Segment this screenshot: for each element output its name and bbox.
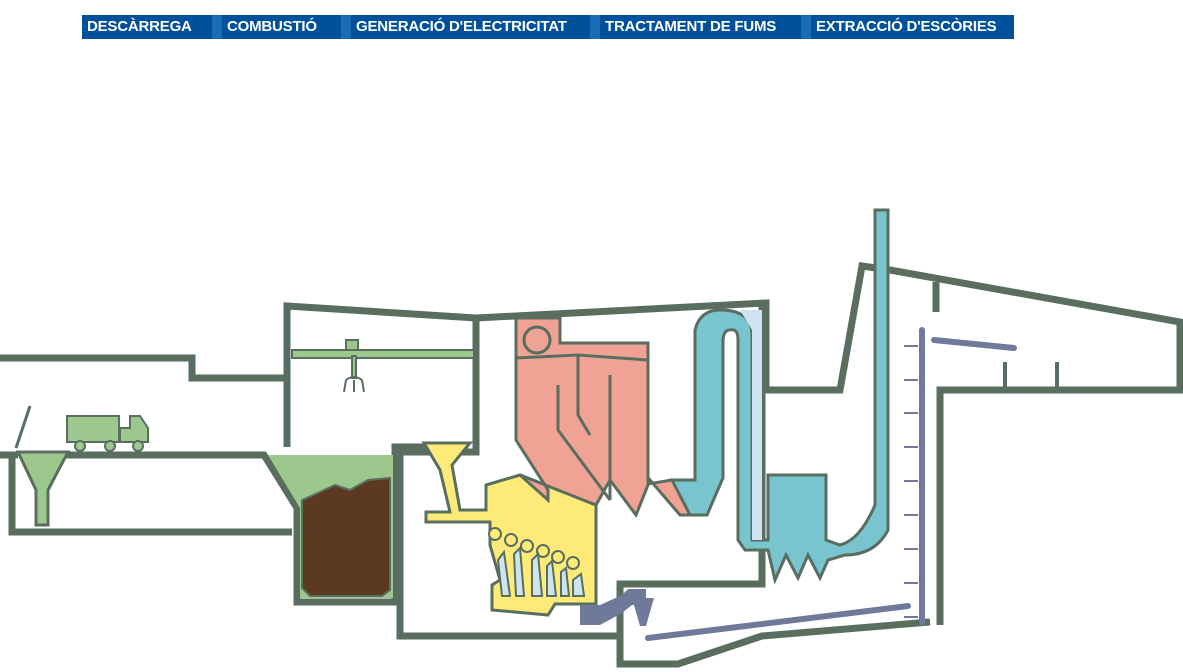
tab-descarrega[interactable]: DESCÀRREGA <box>82 15 212 39</box>
waste-pile <box>301 476 391 597</box>
reception-building-wall <box>0 354 286 382</box>
bunker-hall-wall <box>283 262 1183 625</box>
feed-hopper <box>15 450 71 527</box>
furnace-hall-wall <box>396 318 620 640</box>
tab-extraccio-escories[interactable]: EXTRACCIÓ D'ESCÒRIES <box>811 15 1014 39</box>
crane-icon <box>291 339 475 393</box>
boiler <box>514 316 712 519</box>
boiler-passes <box>515 325 649 501</box>
tab-combustio[interactable]: COMBUSTIÓ <box>222 15 341 39</box>
pale-duct-inset <box>740 310 762 540</box>
section-nav: DESCÀRREGA COMBUSTIÓ GENERACIÓ D'ELECTRI… <box>82 15 1014 39</box>
flue-gas-duct <box>669 208 890 585</box>
flames <box>496 545 586 597</box>
ground-line-2 <box>66 443 432 606</box>
tab-generacio-electricitat[interactable]: GENERACIÓ D'ELECTRICITAT <box>351 15 590 39</box>
boiler-hall-wall <box>616 303 931 668</box>
truck-icon <box>14 405 149 452</box>
slag-conveyor <box>580 327 1017 641</box>
basement-wall <box>8 455 292 536</box>
grate-rollers <box>488 527 580 570</box>
tab-tractament-fums[interactable]: TRACTAMENT DE FUMS <box>600 15 801 39</box>
